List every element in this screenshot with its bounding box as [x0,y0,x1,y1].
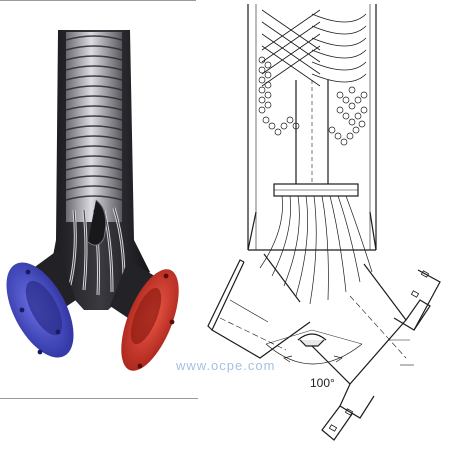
red-flange [121,269,179,371]
coil-bundle [65,32,126,296]
fan-tubes [259,195,373,305]
angle-arc [265,343,363,365]
angle-label: 100° [310,376,335,390]
right-branch [307,263,441,441]
flange-bolts [328,270,430,432]
bottom-throat [297,333,327,341]
blue-flange [6,262,74,358]
technical-drawing [207,4,441,441]
top-rule [0,0,196,1]
cutaway-photo [6,30,179,371]
left-branch [207,253,311,359]
watermark: www.ocpe.com [176,358,276,373]
bottom-rule [0,398,198,399]
tube-circles [258,56,368,146]
coil-helix [261,9,367,87]
